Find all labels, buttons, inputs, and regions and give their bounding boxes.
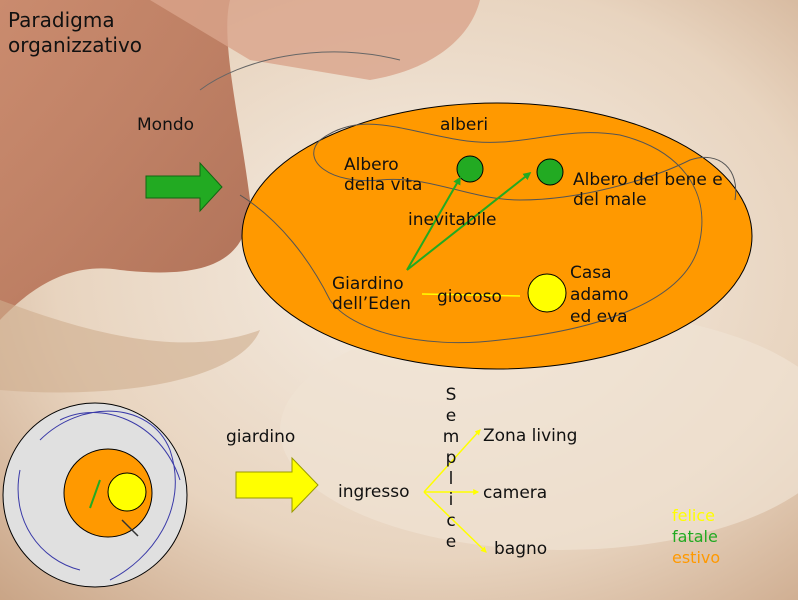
label-albero-bene-male: Albero del bene e del male — [573, 170, 723, 210]
plate-highlight — [280, 310, 798, 550]
label-inevitabile: inevitabile — [408, 210, 497, 230]
casa-icon — [527, 273, 567, 313]
egg-mini-arrow — [89, 479, 101, 509]
label-camera: camera — [483, 483, 548, 503]
giardino-arrow-icon — [235, 456, 319, 514]
egg-mini-pointer — [121, 519, 139, 537]
label-albero-vita: Albero della vita — [344, 155, 423, 195]
page-title: Paradigma organizzativo — [8, 8, 143, 57]
label-giardino: giardino — [226, 427, 296, 447]
label-bagno: bagno — [494, 539, 548, 559]
eggshell-left — [0, 0, 250, 320]
mondo-arrow-icon — [145, 161, 223, 213]
eggshell-top — [150, 0, 480, 80]
label-giocoso: giocoso — [437, 287, 502, 307]
path-line-top — [199, 51, 401, 91]
connector-giocoso — [421, 293, 521, 297]
arrow-giardino-albero-vita — [406, 176, 461, 271]
legend-felice: felice — [672, 506, 716, 525]
egg-scribble — [17, 410, 176, 581]
label-alberi: alberi — [440, 115, 489, 135]
arrow-bagno — [423, 491, 487, 553]
label-giardino-eden: Giardino dell’Eden — [332, 274, 411, 314]
egg-yolk-yellow-icon — [107, 472, 147, 512]
legend: felice fatale estivo — [672, 505, 720, 568]
albero-bene-male-icon — [536, 158, 564, 186]
semplice-letter: l — [448, 469, 454, 489]
label-semplice-vertical: S e m p l i c e — [441, 385, 461, 553]
label-mondo: Mondo — [137, 115, 195, 135]
legend-estivo: estivo — [672, 548, 721, 567]
world-ellipse — [241, 102, 753, 370]
semplice-letter: S — [445, 385, 457, 405]
legend-fatale: fatale — [672, 527, 718, 546]
semplice-letter: e — [445, 406, 457, 426]
label-casa: Casa adamo ed eva — [570, 263, 629, 327]
label-zona-living: Zona living — [483, 426, 578, 446]
semplice-letter: p — [445, 448, 457, 468]
label-ingresso: ingresso — [338, 482, 410, 502]
semplice-letter: e — [445, 532, 457, 552]
shadow-area — [0, 300, 260, 393]
albero-vita-icon — [456, 155, 484, 183]
semplice-letter: c — [446, 511, 456, 531]
arrow-giardino-albero-bene — [406, 172, 532, 271]
arrow-zona-living — [423, 429, 481, 493]
semplice-letter: m — [442, 427, 460, 447]
path-line — [239, 123, 737, 344]
semplice-letter: i — [448, 490, 454, 510]
egg-scribble-2 — [59, 412, 181, 481]
